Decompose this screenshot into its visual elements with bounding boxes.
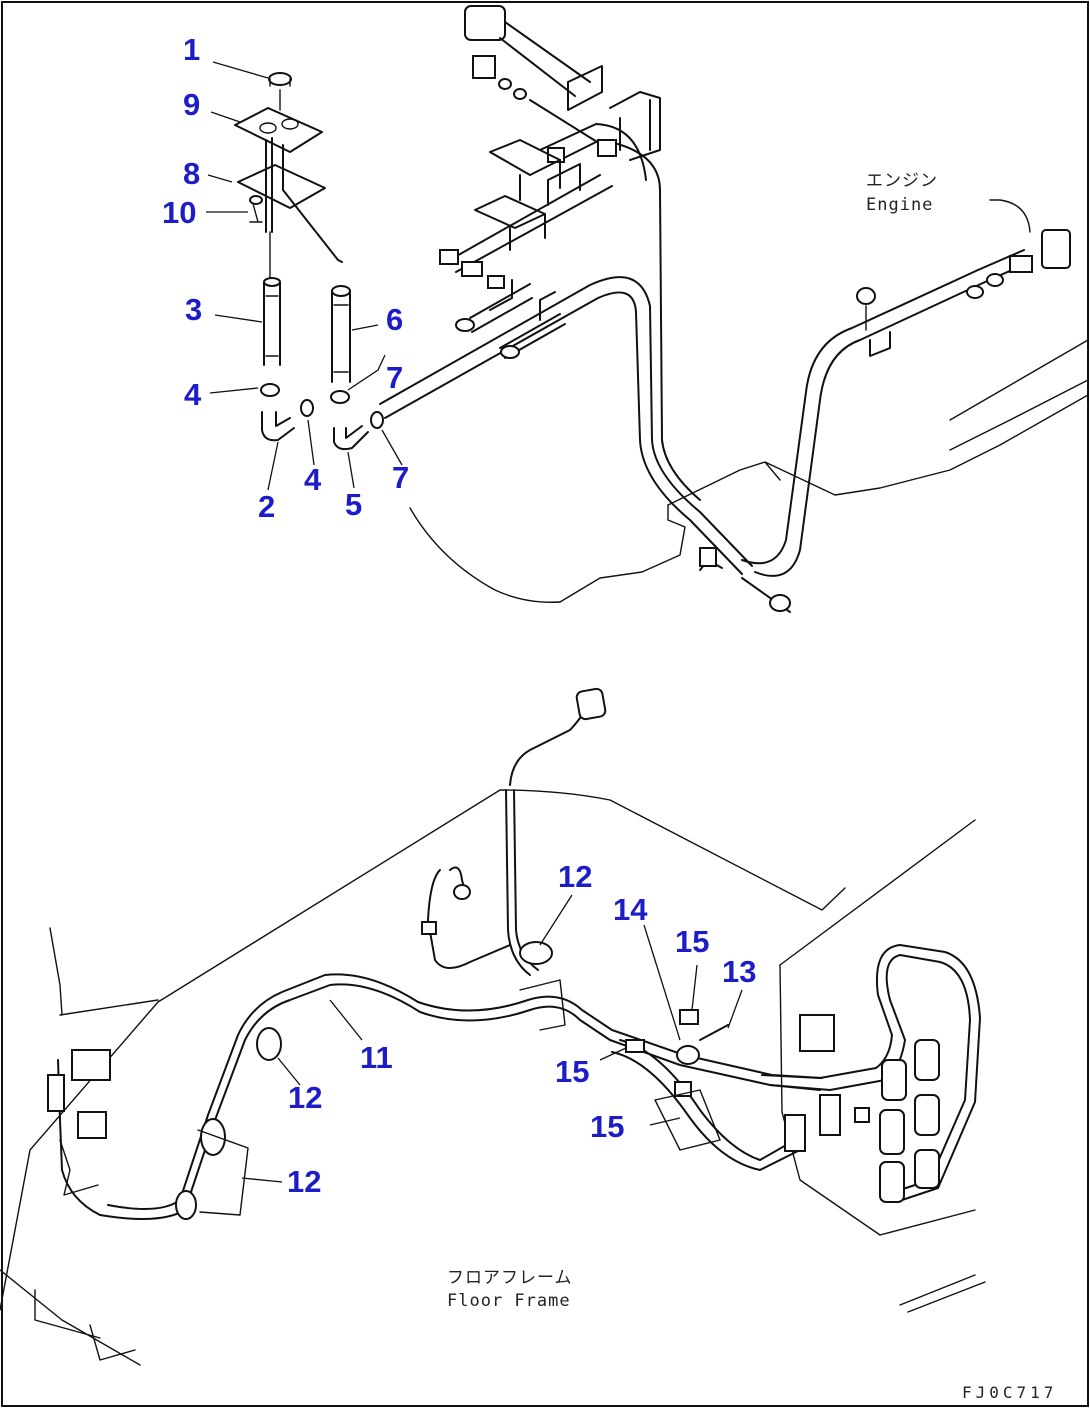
floor-frame [0,789,986,1366]
upper-callouts: 1 9 8 10 3 6 7 4 4 2 5 7 [162,32,409,524]
clamp-7a [330,390,350,404]
bolt-14 [676,1045,700,1065]
callout-7a: 7 [386,360,403,395]
callout-3: 3 [185,292,202,327]
lower-assembly [0,687,986,1366]
callout-13: 13 [722,954,756,989]
callout-1: 1 [183,32,200,67]
engine-caption: エンジン Engine [866,171,938,215]
engine-label-en: Engine [866,195,933,215]
callout-12a: 12 [558,859,592,894]
controller-cluster [784,1014,940,1203]
leader-lines [206,61,743,1183]
callout-15a: 15 [675,924,709,959]
callout-7b: 7 [392,460,409,495]
callout-15c: 15 [590,1109,624,1144]
callout-6: 6 [386,302,403,337]
engine-side-pipes [409,199,1089,613]
callout-4b: 4 [304,462,322,497]
elbow-2 [261,411,295,442]
clamp-4a [260,383,280,397]
tie-15b [625,1039,645,1053]
callout-11: 11 [360,1040,393,1075]
callout-10: 10 [162,195,196,230]
callout-12b: 12 [288,1080,322,1115]
drawing-code: FJ0C717 [962,1383,1057,1402]
heater-pipes [379,5,753,575]
clamp-7b [370,411,384,429]
callout-14: 14 [613,892,648,927]
floor-frame-caption: フロアフレーム Floor Frame [447,1268,573,1311]
tie-15a [679,1009,699,1025]
callout-12c: 12 [287,1164,321,1199]
lower-callouts: 12 14 15 13 11 15 12 15 12 [287,859,756,1199]
clip-13 [699,1024,729,1041]
floor-frame-label-jp: フロアフレーム [447,1268,573,1288]
engine-label-jp: エンジン [866,171,938,191]
hose-3 [263,277,281,366]
clamp-12b [256,1027,282,1061]
clamp-4b [300,399,314,417]
valve-bracket [234,72,343,279]
callout-8: 8 [183,156,200,191]
clamp-12a [519,941,553,965]
hose-6 [331,285,351,383]
callout-2: 2 [258,489,275,524]
callout-5: 5 [345,487,362,522]
clamp-12d [175,1190,197,1220]
elbow-5 [333,425,369,451]
floor-frame-label-en: Floor Frame [447,1291,571,1311]
callout-9: 9 [183,87,200,122]
callout-4a: 4 [184,377,202,412]
clamp-12c [200,1118,226,1156]
harness-11 [47,687,981,1220]
upper-assembly [234,5,1089,613]
callout-15b: 15 [555,1054,589,1089]
